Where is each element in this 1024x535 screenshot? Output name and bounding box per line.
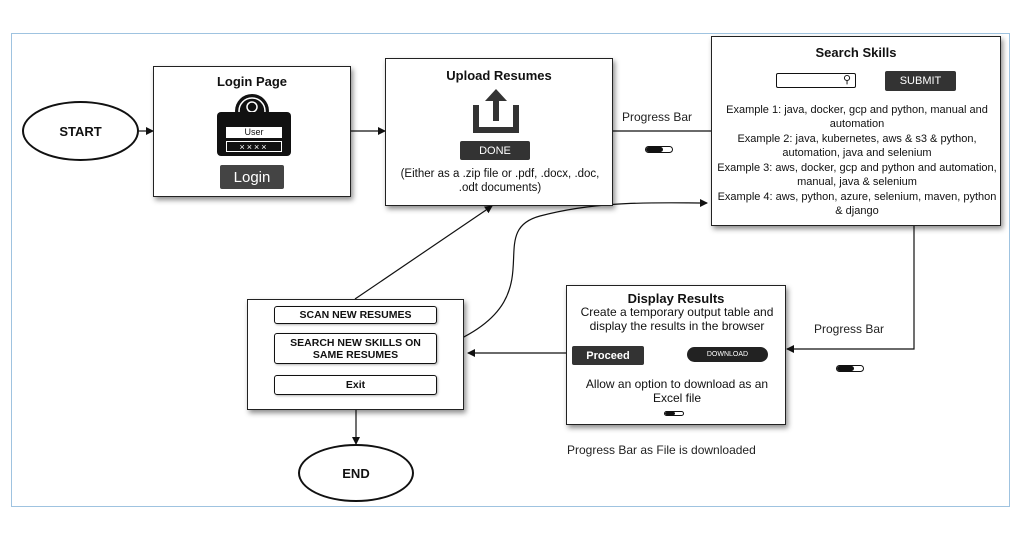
password-field[interactable]: ×××× [226,141,282,152]
exit-button[interactable]: Exit [274,375,437,395]
login-form-card: User ×××× [217,112,291,156]
done-button[interactable]: DONE [460,141,530,160]
progress-bar-search-results [836,365,864,372]
search-example-2: Example 2: java, kubernetes, aws & s3 & … [737,133,977,159]
download-progress-bar [664,411,684,416]
end-label: END [342,465,370,481]
progress-label-search-results: Progress Bar [814,322,885,336]
download-note: Allow an option to download as an Excel … [585,377,769,405]
progress-label-upload-search: Progress Bar [622,110,693,124]
search-title: Search Skills [815,45,897,60]
search-icon[interactable]: ⚲ [842,74,851,86]
user-field[interactable]: User [226,127,282,138]
scan-new-resumes-button[interactable]: SCAN NEW RESUMES [274,306,437,324]
diagram-frame [11,33,1010,507]
results-description: Create a temporary output table and disp… [580,305,774,333]
next-actions-box: SCAN NEW RESUMES SEARCH NEW SKILLS ON SA… [247,299,464,410]
display-results-box: Display Results Create a temporary outpu… [566,285,786,425]
search-example-1: Example 1: java, docker, gcp and python,… [726,104,988,130]
upload-resumes-box: Upload Resumes DONE (Either as a .zip fi… [385,58,613,206]
download-button[interactable]: DOWNLOAD [687,347,768,362]
progress-bar-upload-search [645,146,673,153]
end-terminal: END [298,444,414,502]
upload-title: Upload Resumes [446,68,552,83]
start-terminal: START [22,101,139,161]
upload-icon [466,87,526,133]
search-skills-box: Search Skills ⚲ SUBMIT Example 1: java, … [711,36,1001,226]
proceed-button[interactable]: Proceed [572,346,644,365]
start-label: START [59,123,102,139]
login-button[interactable]: Login [220,165,284,189]
search-example-3: Example 3: aws, docker, gcp and python a… [717,162,997,188]
search-new-skills-button[interactable]: SEARCH NEW SKILLS ON SAME RESUMES [274,333,437,364]
progress-label-download: Progress Bar as File is downloaded [567,443,756,457]
upload-note: (Either as a .zip file or .pdf, .docx, .… [400,168,600,194]
search-example-4: Example 4: aws, python, azure, selenium,… [717,191,997,217]
results-title: Display Results [627,291,725,306]
login-title: Login Page [216,74,288,89]
login-page-box: Login Page User ×××× Login [153,66,351,197]
submit-button[interactable]: SUBMIT [885,71,956,91]
search-input[interactable]: ⚲ [776,73,856,88]
